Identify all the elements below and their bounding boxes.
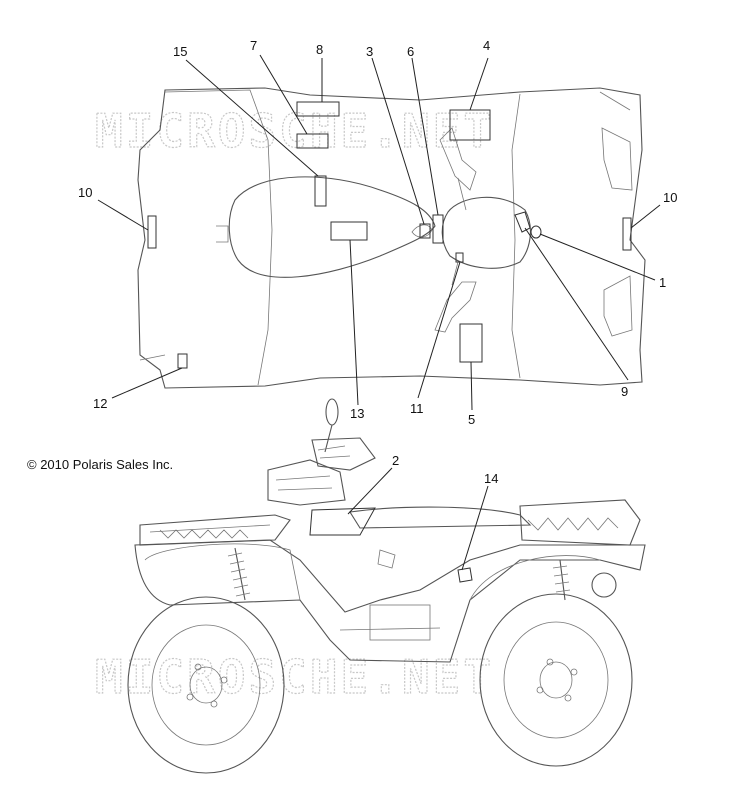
callout-15: 15 <box>173 44 187 59</box>
callout-13: 13 <box>350 406 364 421</box>
callout-9: 9 <box>621 384 628 399</box>
callout-8: 8 <box>316 42 323 57</box>
decal-15 <box>314 175 327 207</box>
watermark-bottom: MICROSCHE.NET <box>95 650 494 704</box>
callout-10-rear: 10 <box>78 185 92 200</box>
leader-lines-top <box>97 54 661 411</box>
decal-2-side <box>309 507 376 536</box>
callout-2: 2 <box>392 453 399 468</box>
callout-11: 11 <box>410 401 424 416</box>
decal-13 <box>330 221 368 241</box>
atv-top-view <box>137 87 646 389</box>
callout-12: 12 <box>93 396 107 411</box>
decal-10-rear <box>147 215 157 249</box>
callout-6: 6 <box>407 44 414 59</box>
decal-8 <box>296 101 340 117</box>
callout-4: 4 <box>483 38 490 53</box>
decal-14-side <box>457 567 473 583</box>
atv-side-view <box>127 398 646 774</box>
callout-3: 3 <box>366 44 373 59</box>
decal-6 <box>432 214 444 244</box>
callout-1: 1 <box>659 275 666 290</box>
decal-7 <box>296 133 329 149</box>
leader-lines-side <box>347 467 489 571</box>
decal-9 <box>514 211 531 233</box>
decal-3 <box>419 223 431 239</box>
callout-14: 14 <box>484 471 498 486</box>
decal-10-front <box>622 217 632 251</box>
callout-7: 7 <box>250 38 257 53</box>
watermark-top: MICROSCHE.NET <box>95 104 494 158</box>
decal-1 <box>530 225 542 239</box>
callout-5: 5 <box>468 412 475 427</box>
copyright-text: © 2010 Polaris Sales Inc. <box>27 457 173 472</box>
callout-10-front: 10 <box>663 190 677 205</box>
decal-5 <box>459 323 483 363</box>
decal-12 <box>177 353 188 369</box>
